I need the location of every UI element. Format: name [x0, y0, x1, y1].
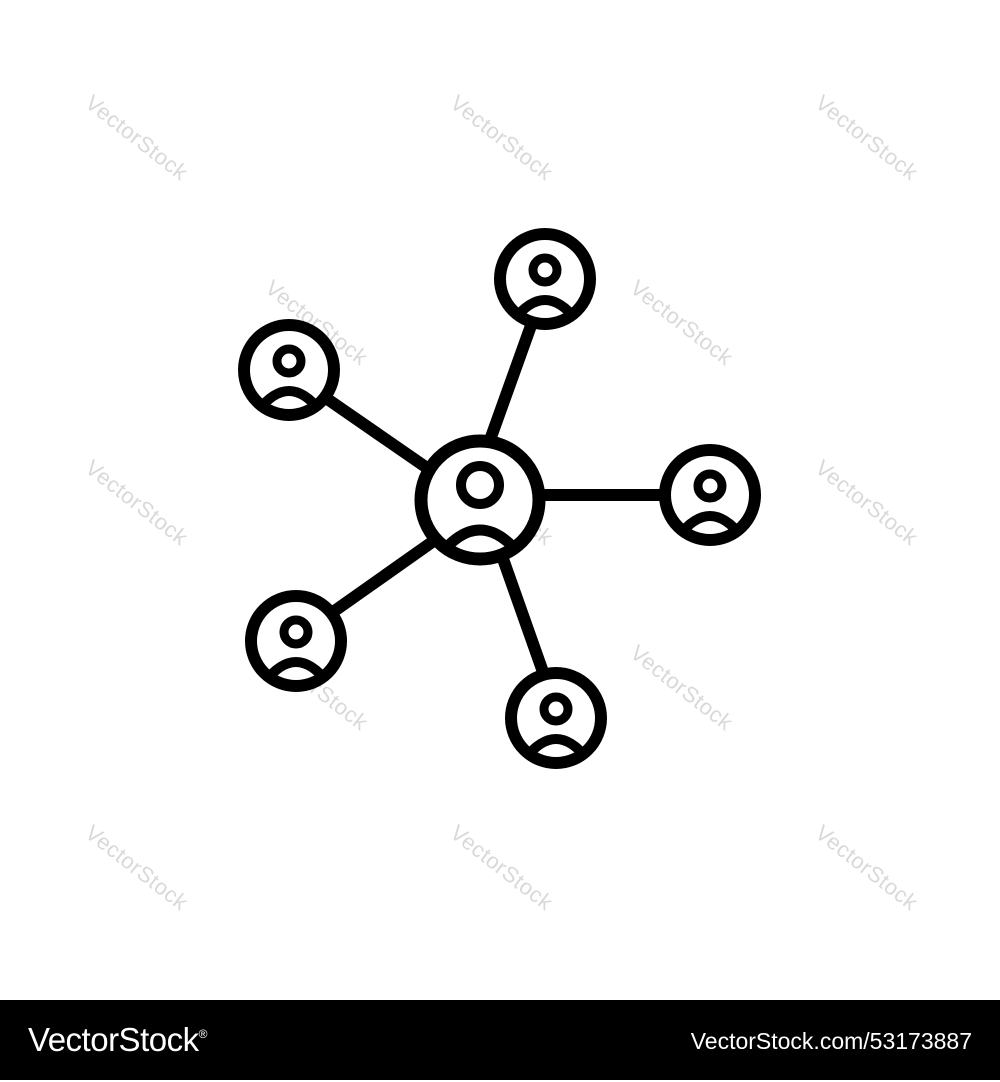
footer-image-ref[interactable]: VectorStock.com/53173887: [690, 1028, 972, 1054]
social-network-people-icon: [238, 228, 761, 769]
center-user-icon: [414, 434, 546, 566]
footer-brand[interactable]: VectorStock®: [28, 1000, 207, 1080]
footer-bar: VectorStock® VectorStock.com/53173887: [0, 1000, 1000, 1080]
connector-line: [496, 550, 549, 678]
registered-mark: ®: [198, 1027, 208, 1041]
top-left-user-icon: [238, 319, 340, 421]
footer-brand-text: VectorStock: [28, 1021, 199, 1058]
top-user-icon: [494, 228, 596, 330]
right-user-icon: [659, 444, 761, 546]
image-canvas: VectorStock VectorStock VectorStock Vect…: [80, 89, 923, 916]
connector-lines: [317, 314, 668, 678]
bottom-user-icon: [505, 667, 607, 769]
bottom-left-user-icon: [245, 590, 347, 692]
connector-line: [327, 534, 441, 618]
connector-line: [484, 314, 539, 446]
connector-line: [317, 390, 436, 476]
